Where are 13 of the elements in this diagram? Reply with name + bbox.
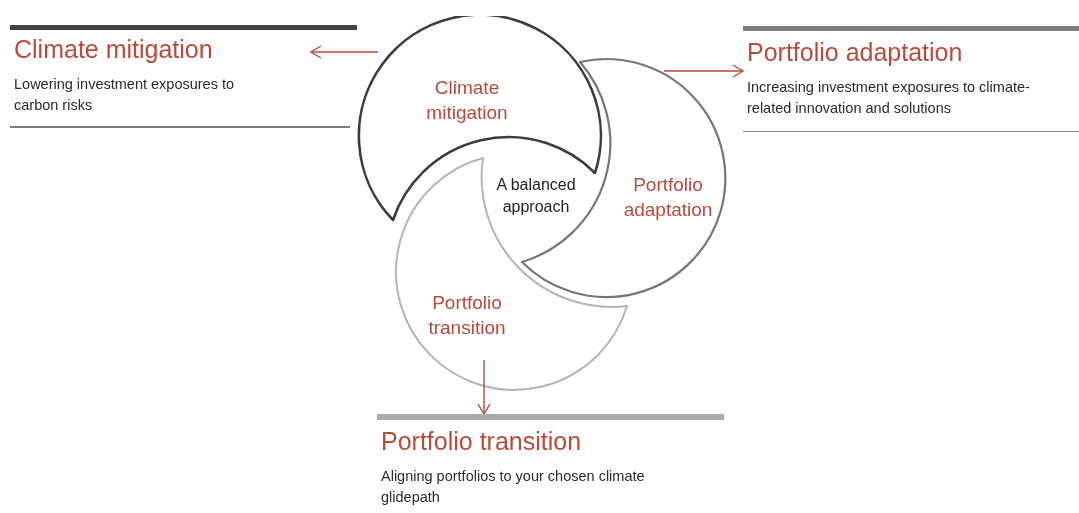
arrow <box>663 64 744 78</box>
card-title: Portfolio adaptation <box>746 37 964 68</box>
crescent-label: Portfolio adaptation <box>622 173 714 222</box>
crescent-label: Climate mitigation <box>425 76 509 125</box>
card-description: Increasing investment exposures to climate-related innovation and solutions <box>746 78 1031 118</box>
center-label: A balanced approach <box>495 175 577 217</box>
card-description: Lowering investment exposures to carbon risks <box>13 75 236 115</box>
arrow <box>310 45 379 59</box>
card-title: Climate mitigation <box>13 34 214 65</box>
crescent-label: Portfolio transition <box>427 291 507 340</box>
arrow <box>477 359 491 415</box>
card-description: Aligning portfolios to your chosen climate glidepath <box>380 467 646 507</box>
card-title: Portfolio transition <box>380 426 583 457</box>
